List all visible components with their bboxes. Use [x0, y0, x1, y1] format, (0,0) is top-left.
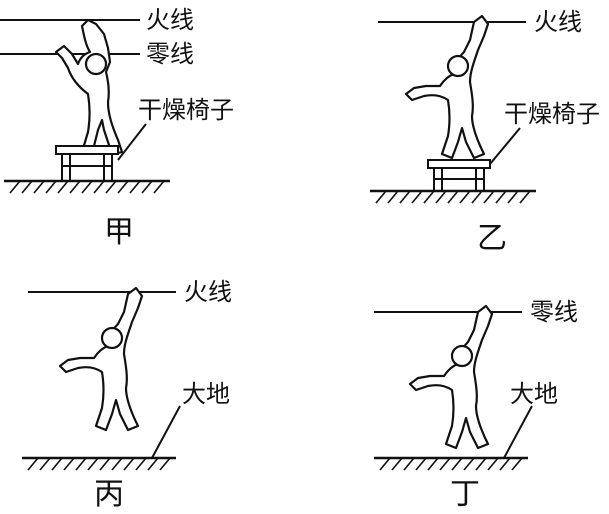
person-figure [58, 286, 144, 432]
neutral-wire-label: 零线 [530, 298, 578, 326]
chair-leader-line [117, 123, 147, 161]
ground-hatch [379, 457, 523, 471]
ground-label: 大地 [510, 380, 558, 408]
panel-caption: 丁 [450, 477, 480, 512]
person-figure [408, 304, 494, 450]
panel-bing: 火线 大地 丙 [22, 278, 232, 512]
panel-caption: 乙 [477, 221, 507, 256]
ground-leader-line [151, 405, 181, 459]
live-wire-label: 火线 [534, 8, 582, 36]
dry-chair [427, 159, 491, 190]
panel-yi: 火线 干燥椅子 乙 [370, 8, 600, 256]
panel-caption: 丙 [94, 477, 124, 512]
ground-label: 大地 [182, 380, 230, 408]
person-figure [404, 14, 490, 160]
chair-label: 干燥椅子 [138, 96, 234, 124]
live-wire-label: 火线 [184, 278, 232, 306]
neutral-wire-label: 零线 [146, 40, 194, 68]
panel-caption: 甲 [104, 215, 134, 250]
panel-ding: 零线 大地 丁 [374, 298, 578, 512]
ground-hatch [27, 457, 171, 471]
chair-leader-line [489, 127, 521, 165]
panel-jia: 火线 零线 干燥椅子 甲 [0, 6, 234, 250]
ground-hatch [9, 180, 165, 194]
live-wire-label: 火线 [146, 6, 194, 34]
dry-chair [55, 145, 119, 180]
ground-hatch [375, 190, 531, 204]
chair-label: 干燥椅子 [504, 100, 600, 128]
person-figure [54, 18, 124, 156]
ground-leader-line [503, 405, 533, 459]
